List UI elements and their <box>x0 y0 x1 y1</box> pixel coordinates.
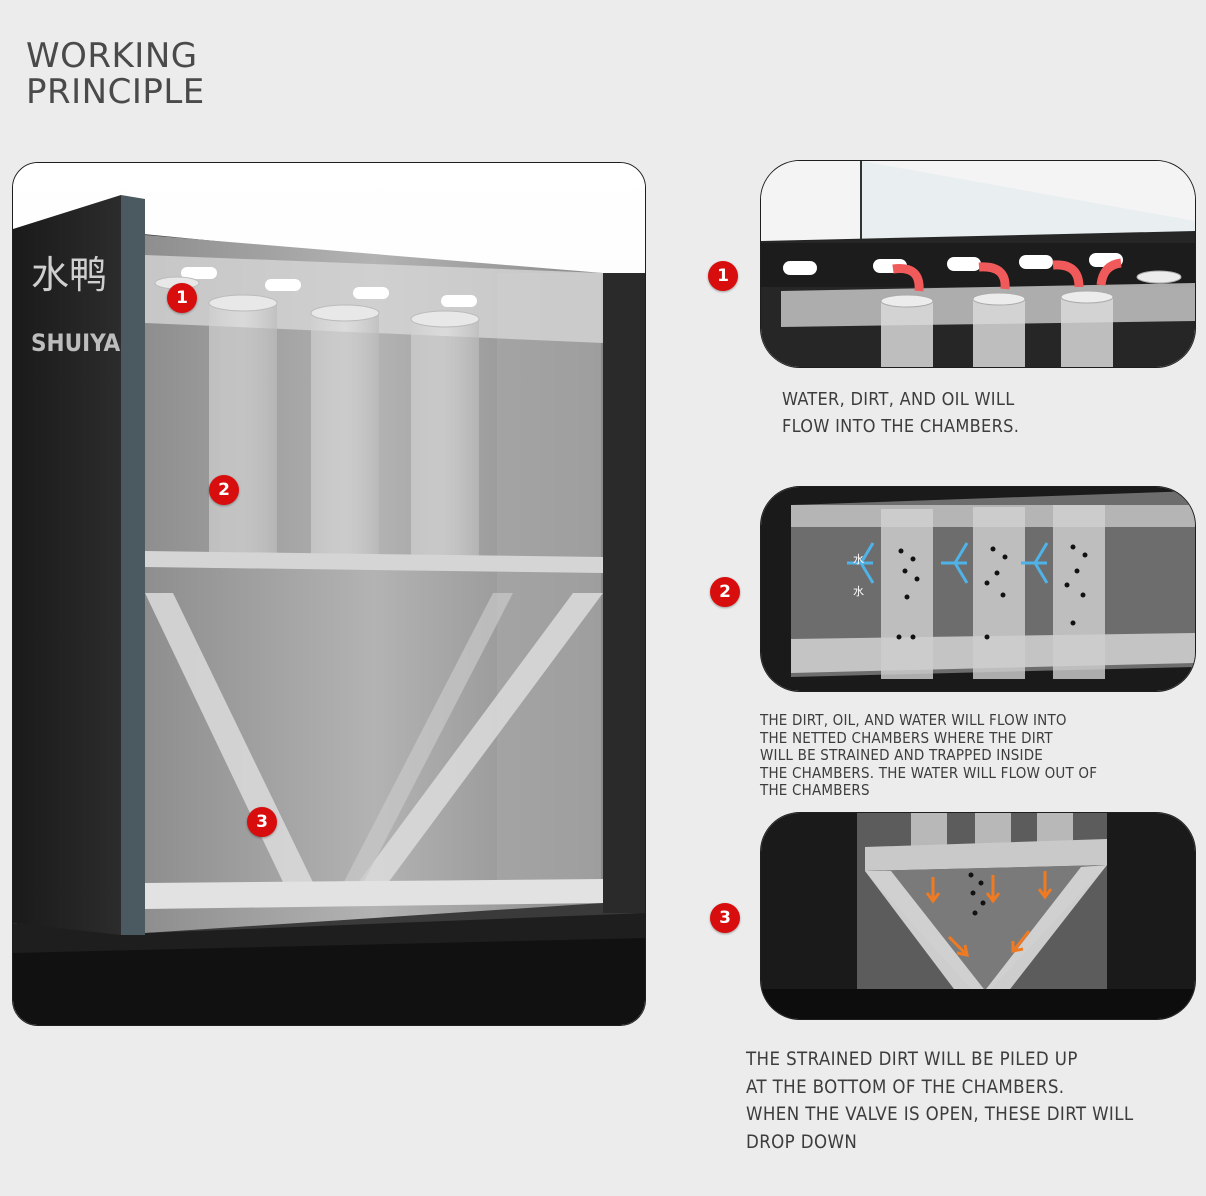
step-2-caption: THE DIRT, OIL, AND WATER WILL FLOW INTO … <box>760 711 1098 799</box>
main-marker-1: 1 <box>167 283 197 313</box>
step-1-caption: WATER, DIRT, AND OIL WILL FLOW INTO THE … <box>782 389 1020 437</box>
step-2-detail-image: 水 水 <box>760 486 1196 692</box>
page-title-line2: PRINCIPLE <box>26 72 205 112</box>
page-title-line1: WORKING <box>26 36 198 76</box>
step-2-marker: 2 <box>710 577 740 607</box>
step-1-marker: 1 <box>708 261 738 291</box>
brand-logo-cjk: 水鸭 <box>31 253 108 297</box>
page-title: WORKING PRINCIPLE <box>26 38 205 110</box>
main-product-image: 水鸭 SHUIYA 1 2 3 <box>12 162 646 1026</box>
filter-box-illustration <box>13 163 645 1025</box>
step-3-caption: THE STRAINED DIRT WILL BE PILED UP AT TH… <box>746 1049 1134 1153</box>
step-3-marker: 3 <box>710 903 740 933</box>
brand-name: SHUIYA <box>31 329 121 357</box>
main-marker-3: 3 <box>247 807 277 837</box>
step-1-detail-image <box>760 160 1196 368</box>
water-glyph-1: 水 <box>853 553 864 566</box>
step-3-detail-image <box>760 812 1196 1020</box>
water-glyph-2: 水 <box>853 585 864 598</box>
main-marker-2: 2 <box>209 475 239 505</box>
